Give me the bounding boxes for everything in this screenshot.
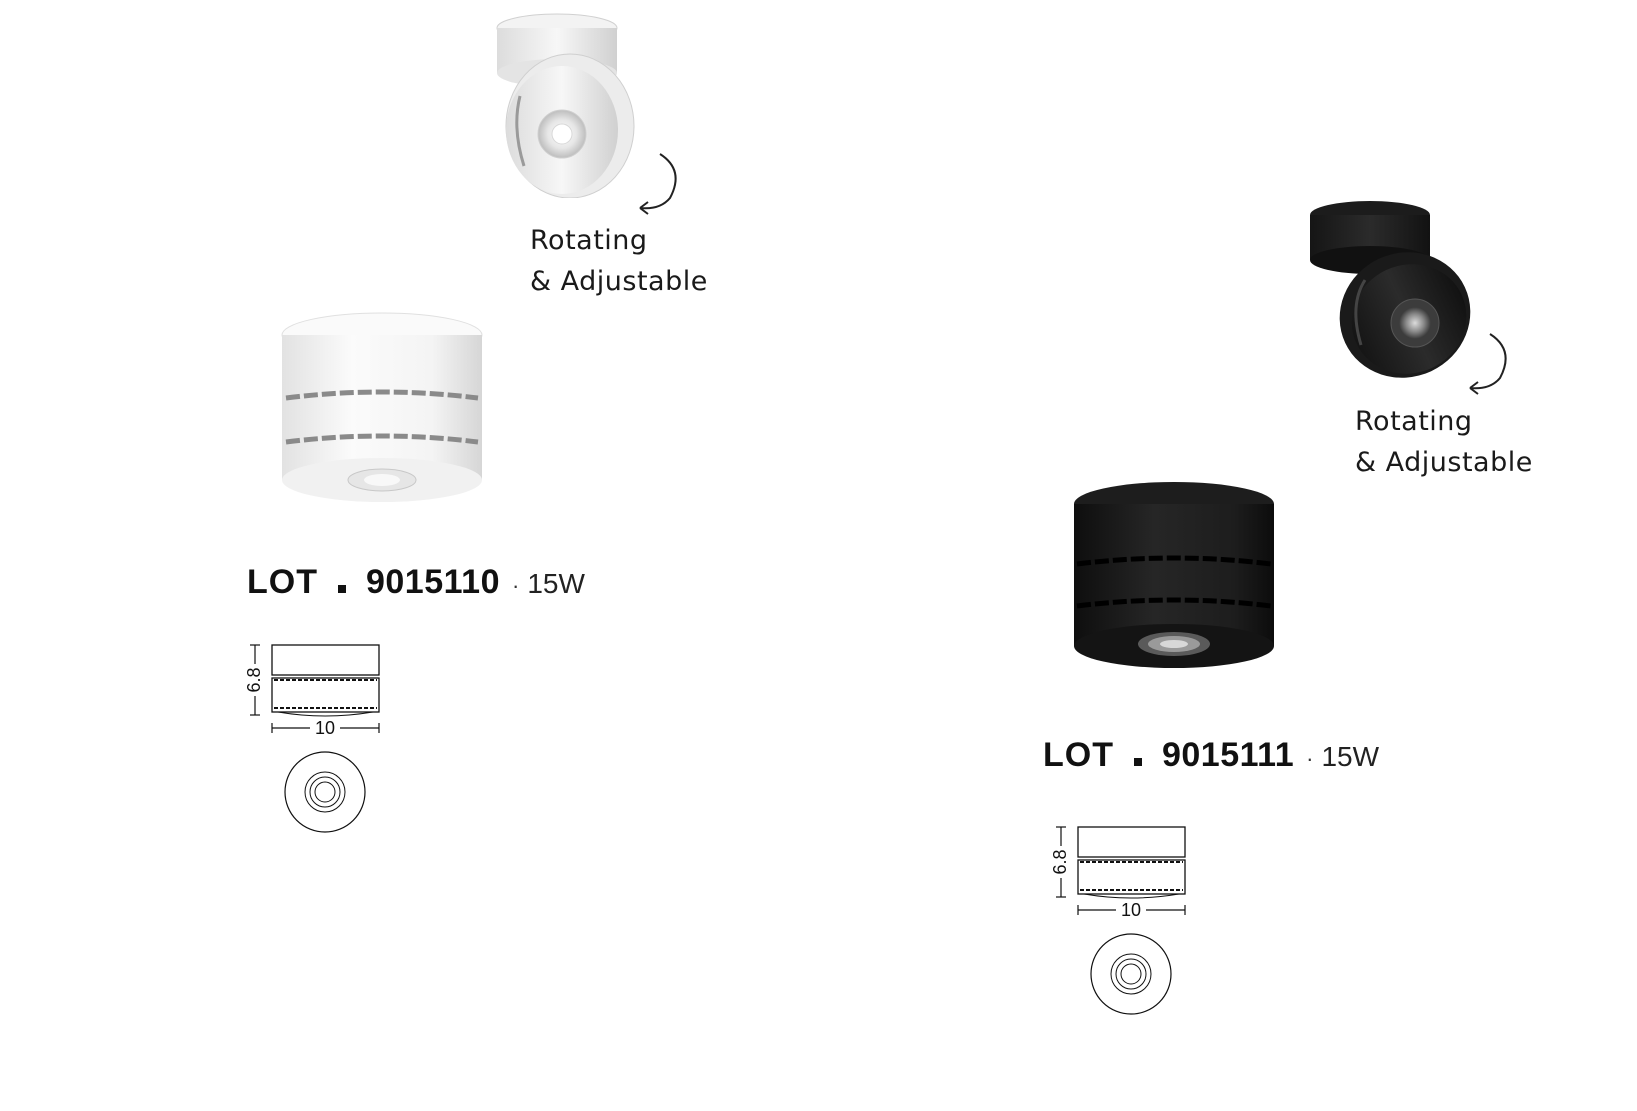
product-code: 9015111 xyxy=(1161,736,1295,774)
dimension-width-text: 10 xyxy=(315,718,335,738)
black-ceiling-light-image xyxy=(1074,482,1274,668)
product-code: 9015110 xyxy=(365,563,500,601)
white-adjustable-spotlight-image xyxy=(496,13,635,198)
caption-line-2: & Adjustable xyxy=(530,266,708,297)
dot-separator: · xyxy=(511,573,520,598)
square-separator-icon xyxy=(337,585,346,593)
wattage: 15W xyxy=(527,568,585,599)
dimension-drawing-white: 6.8 10 xyxy=(244,644,380,833)
square-separator-icon xyxy=(1133,758,1142,766)
product-title-white: LOT 9015110 · 15W xyxy=(247,563,585,602)
caption-line-1: Rotating xyxy=(1355,406,1473,437)
dimension-height-text: 6.8 xyxy=(244,667,264,692)
wattage: 15W xyxy=(1321,741,1380,772)
rotation-arrow-icon xyxy=(1469,333,1507,395)
rotating-adjustable-caption: Rotating & Adjustable xyxy=(1355,401,1533,483)
caption-line-2: & Adjustable xyxy=(1355,447,1533,478)
lot-label: LOT xyxy=(1043,736,1114,774)
lot-label: LOT xyxy=(247,563,318,601)
product-title-black: LOT 9015111 · 15W xyxy=(1043,736,1379,775)
caption-line-1: Rotating xyxy=(530,225,648,256)
dimension-height-text: 6.8 xyxy=(1050,849,1070,874)
black-adjustable-spotlight-image xyxy=(1310,201,1471,378)
rotating-adjustable-caption: Rotating & Adjustable xyxy=(530,220,708,302)
rotation-arrow-icon xyxy=(639,153,677,215)
dimension-width-text: 10 xyxy=(1121,900,1141,920)
dot-separator: · xyxy=(1306,746,1314,771)
white-ceiling-light-image xyxy=(281,312,483,502)
dimension-drawing-black: 6.8 10 xyxy=(1050,826,1186,1015)
